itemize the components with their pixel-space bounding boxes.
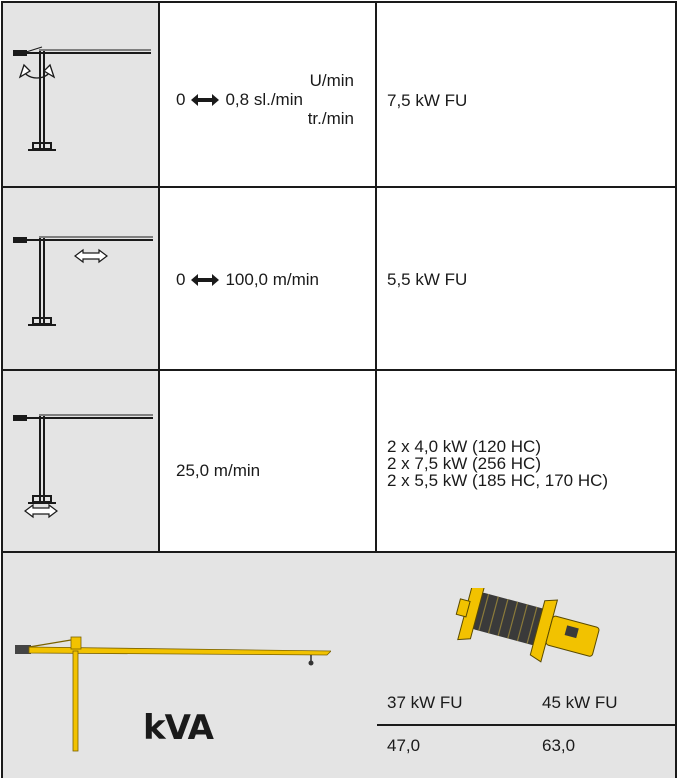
speed-cell: U/min 0 0,8 sl./min tr./min [160,3,377,186]
generator-header-2: 45 kW FU [542,693,618,712]
generator-value-2: 63,0 [542,736,576,755]
generator-divider [377,724,677,726]
generator-value-1: 47,0 [387,736,421,755]
crane-travel-icon [13,414,153,519]
hoist-winch-icon [455,588,600,663]
power-cell: 2 x 4,0 kW (120 HC) 2 x 7,5 kW (256 HC) … [377,371,675,551]
speed-cell: 25,0 m/min [160,371,377,551]
double-arrow-icon [191,273,220,286]
speed-min: 0 [176,270,186,289]
generator-header-1: 37 kW FU [387,693,463,712]
speed-max: 0,8 sl./min [225,90,303,109]
crane-side-icon [15,636,331,752]
speed-min: 0 [176,90,186,109]
crane-slewing-icon [13,46,151,151]
travel-power-3: 2 x 5,5 kW (185 HC, 170 HC) [387,471,609,490]
icon-cell [3,3,160,186]
table-row-travel: 25,0 m/min 2 x 4,0 kW (120 HC) 2 x 7,5 k… [3,371,675,553]
travel-power-1: 2 x 4,0 kW (120 HC) [387,437,541,456]
icon-cell [3,188,160,369]
power-cell: 5,5 kW FU [377,188,675,369]
slewing-power: 7,5 kW FU [387,91,468,110]
trolley-speed: 0 100,0 m/min [176,270,319,289]
speed-max: 100,0 m/min [225,270,320,289]
icon-cell [3,371,160,551]
slewing-speed: U/min 0 0,8 sl./min tr./min [176,71,366,128]
travel-speed: 25,0 m/min [176,461,261,480]
kva-label: kVA [143,708,214,748]
table-row-trolley: 0 100,0 m/min 5,5 kW FU [3,188,675,371]
double-arrow-icon [191,93,220,106]
trolley-power: 5,5 kW FU [387,270,468,289]
table-row-slewing: U/min 0 0,8 sl./min tr./min 7,5 kW FU [3,3,675,188]
generator-section: kVA [3,553,677,778]
speed-unit-line: tr./min [307,109,354,128]
speed-cell: 0 100,0 m/min [160,188,377,369]
crane-trolley-icon [13,236,153,326]
travel-power-2: 2 x 7,5 kW (256 HC) [387,454,541,473]
power-cell: 7,5 kW FU [377,3,675,186]
speed-unit-line: U/min [309,71,354,90]
